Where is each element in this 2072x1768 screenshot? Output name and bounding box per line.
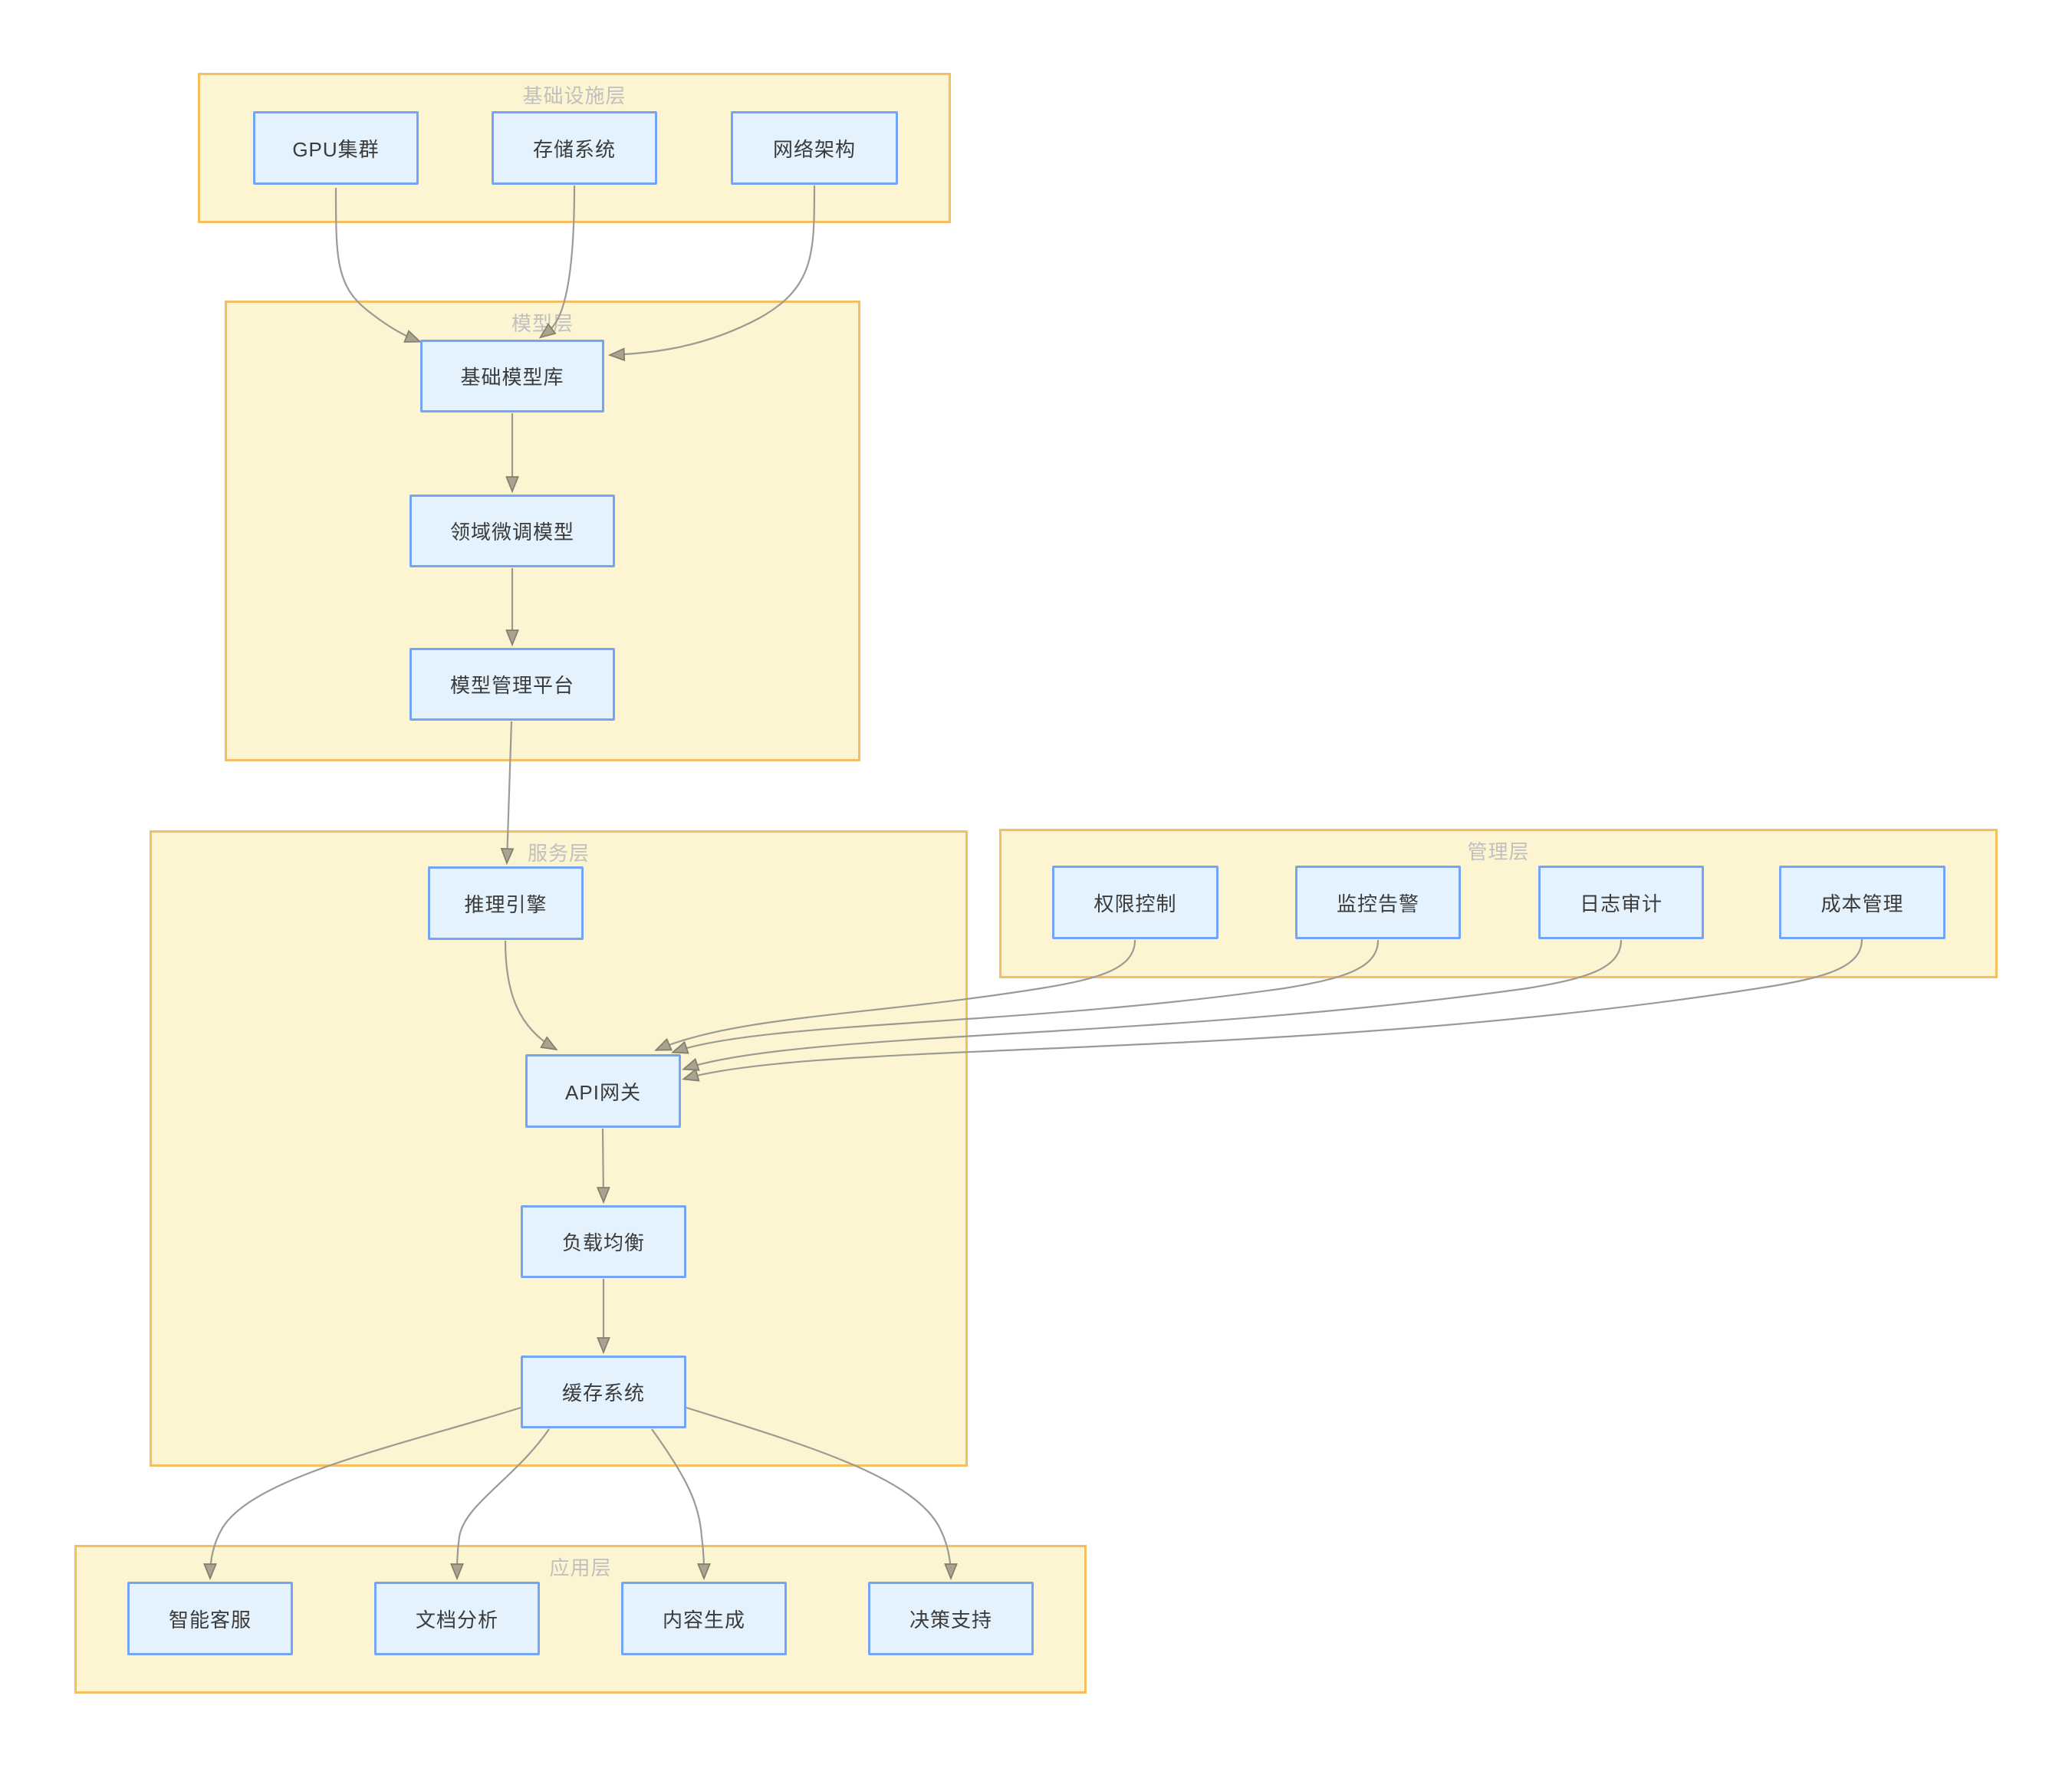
node-decision-support: 决策支持 bbox=[868, 1582, 1034, 1655]
edge-permission-control-to-api-gateway bbox=[657, 939, 1136, 1050]
node-decision-support-label: 决策支持 bbox=[909, 1608, 992, 1632]
node-log-audit: 日志审计 bbox=[1538, 866, 1704, 939]
node-network-architecture-label: 网络架构 bbox=[772, 137, 856, 161]
node-base-model-repo-label: 基础模型库 bbox=[460, 366, 564, 389]
edge-monitoring-alert-to-api-gateway bbox=[674, 939, 1380, 1052]
edge-log-audit-to-api-gateway bbox=[685, 939, 1623, 1069]
node-domain-finetuned-model-label: 领域微调模型 bbox=[449, 521, 574, 544]
layer-application-title: 应用层 bbox=[549, 1556, 612, 1579]
edge-storage-system-to-base-model bbox=[541, 185, 576, 337]
layer-service-title: 服务层 bbox=[527, 842, 590, 865]
node-smart-customer-service: 智能客服 bbox=[127, 1582, 293, 1655]
node-gpu-cluster: GPU集群 bbox=[253, 111, 419, 185]
node-model-management-platform: 模型管理平台 bbox=[409, 648, 615, 721]
layer-infrastructure-title: 基础设施层 bbox=[522, 84, 627, 107]
node-document-analysis: 文档分析 bbox=[374, 1582, 540, 1655]
edge-gpu-cluster-to-base-model bbox=[334, 187, 419, 341]
layer-management-title: 管理层 bbox=[1467, 840, 1530, 863]
node-monitoring-alert: 监控告警 bbox=[1295, 866, 1461, 939]
node-api-gateway: API网关 bbox=[525, 1054, 681, 1128]
edge-api-gateway-to-load-balancer bbox=[603, 1128, 604, 1201]
node-gpu-cluster-label: GPU集群 bbox=[292, 137, 380, 161]
node-log-audit-label: 日志审计 bbox=[1579, 892, 1663, 915]
node-cost-management: 成本管理 bbox=[1779, 866, 1945, 939]
edge-cache-system-to-decision-support bbox=[686, 1406, 951, 1577]
node-domain-finetuned-model: 领域微调模型 bbox=[409, 495, 615, 567]
edge-model-platform-to-inference-engine bbox=[507, 721, 511, 862]
edge-cache-system-to-document-analysis bbox=[457, 1428, 550, 1577]
node-load-balancer: 负载均衡 bbox=[521, 1205, 686, 1278]
edge-network-architecture-to-base-model bbox=[611, 185, 816, 355]
node-monitoring-alert-label: 监控告警 bbox=[1336, 892, 1419, 915]
node-load-balancer-label: 负载均衡 bbox=[561, 1231, 645, 1254]
node-smart-customer-service-label: 智能客服 bbox=[168, 1608, 252, 1632]
node-model-management-platform-label: 模型管理平台 bbox=[449, 674, 574, 697]
node-base-model-repo: 基础模型库 bbox=[420, 340, 604, 412]
edge-cost-management-to-api-gateway bbox=[685, 938, 1863, 1079]
node-cache-system: 缓存系统 bbox=[521, 1356, 686, 1428]
edge-cache-system-to-customer-service bbox=[210, 1406, 521, 1577]
node-storage-system-label: 存储系统 bbox=[532, 137, 616, 161]
edge-inference-engine-to-api-gateway bbox=[504, 940, 555, 1049]
node-inference-engine: 推理引擎 bbox=[428, 866, 584, 940]
node-network-architecture: 网络架构 bbox=[731, 111, 898, 185]
node-content-generation-label: 内容生成 bbox=[662, 1608, 745, 1632]
node-content-generation: 内容生成 bbox=[621, 1582, 787, 1655]
node-permission-control-label: 权限控制 bbox=[1094, 892, 1177, 915]
node-api-gateway-label: API网关 bbox=[565, 1080, 641, 1104]
node-permission-control: 权限控制 bbox=[1052, 866, 1219, 939]
node-cache-system-label: 缓存系统 bbox=[561, 1382, 645, 1405]
node-inference-engine-label: 推理引擎 bbox=[464, 892, 548, 916]
edge-cache-system-to-content-generation bbox=[651, 1428, 704, 1577]
node-document-analysis-label: 文档分析 bbox=[415, 1608, 498, 1632]
node-storage-system: 存储系统 bbox=[492, 111, 657, 185]
node-cost-management-label: 成本管理 bbox=[1820, 892, 1904, 915]
